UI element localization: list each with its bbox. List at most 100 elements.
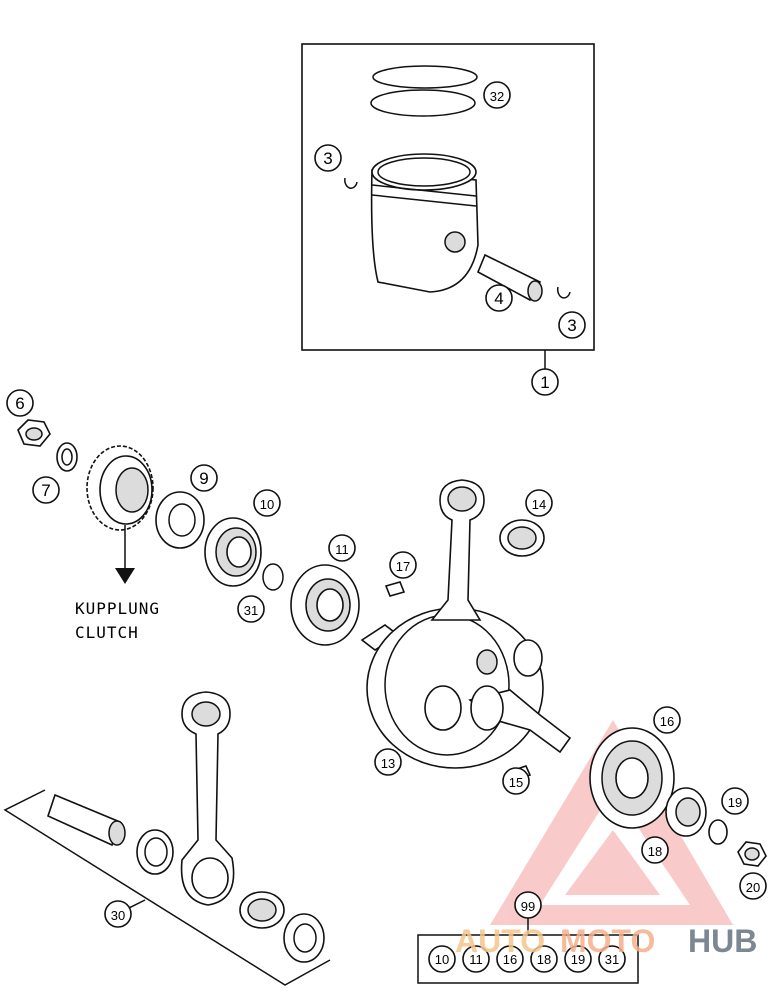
shaft-seal-right [665,787,707,837]
kit-item-circle [496,945,524,973]
callout-c19: 19 [721,787,749,815]
callout-c15: 15 [502,767,530,795]
kit-item-circle [530,945,558,973]
nut-right [737,841,767,867]
callout-circle [389,551,417,579]
kit-item-label: 19 [571,952,585,967]
kit-item: 10 [428,945,456,973]
callout-circle [558,311,586,339]
callout-c31: 31 [237,595,265,623]
piston-rings [370,65,478,117]
callout-c32: 32 [483,81,511,109]
woodruff-key [384,581,406,597]
clutch-arrow [115,525,135,584]
callout-label: 4 [494,289,503,308]
callout-label: 17 [396,559,410,574]
callout-circle [641,836,669,864]
spacer-ring [155,491,205,549]
callout-circle [525,489,553,517]
callout-label: 20 [746,880,760,895]
kit-item-circle [462,945,490,973]
callout-c30: 30 [104,900,132,928]
watermark-text: AUTO MOTO HUB [455,923,757,959]
piston-pin [476,253,543,302]
callout-c1: 1 [531,368,559,396]
callout-circle [514,891,542,919]
callout-c10: 10 [253,489,281,517]
callout-label: 30 [111,908,125,923]
kit-item-label: 10 [435,952,449,967]
callout-label: 19 [728,795,742,810]
callout-circle [483,81,511,109]
callout-c7: 7 [32,476,60,504]
needle-bearing-small [499,519,545,557]
kit-item: 11 [462,945,490,973]
clutch-note-de: KUPPLUNG [75,599,160,618]
callout-c13: 13 [374,748,402,776]
callout-label: 15 [509,775,523,790]
callout-circle [6,389,34,417]
watermark-auto: AUTO [455,923,545,959]
callout-circle [190,464,218,492]
callout-label: 16 [660,714,674,729]
callout-circle [485,284,513,312]
callout-label: 10 [260,497,274,512]
callout-label: 11 [335,542,349,557]
kit-item-label: 31 [605,952,619,967]
kit-item: 31 [598,945,626,973]
crankshaft [360,607,572,769]
callout-circle [104,900,132,928]
callout-c4: 4 [485,284,513,312]
piston [370,153,479,293]
main-bearing-right [589,727,675,829]
connecting-rod [430,479,485,621]
callout-c9: 9 [190,464,218,492]
callout-label: 14 [532,497,546,512]
callout-c18: 18 [641,836,669,864]
nut [17,419,51,447]
callout-c99: 99 [514,891,542,919]
callout-label: 13 [381,756,395,771]
callout-label: 9 [199,469,208,488]
callout-label: 99 [521,899,535,914]
callout-c3b: 3 [558,311,586,339]
kit-item: 16 [496,945,524,973]
callout-c6: 6 [6,389,34,417]
callout-c16: 16 [653,706,681,734]
callout-circle [502,767,530,795]
main-bearing-left [290,564,360,646]
kit-item-circle [598,945,626,973]
circlip-right [556,286,571,299]
watermark-hub: HUB [688,923,757,959]
callout-c14: 14 [525,489,553,517]
watermark-moto: MOTO [560,923,655,959]
callout-circle [721,787,749,815]
conrod-kit [3,691,331,986]
piston-kit-frame [301,43,595,351]
callout-label: 1 [540,373,549,392]
callout-c17: 17 [389,551,417,579]
callout-circle [374,748,402,776]
callout-label: 3 [323,149,332,168]
kit-item-label: 11 [469,952,483,967]
kit-item-circle [564,945,592,973]
clutch-note-en: CLUTCH [75,623,139,642]
callout-label: 18 [648,844,662,859]
callout-circle [237,595,265,623]
callout-circle [32,476,60,504]
circlip-left [344,177,358,189]
callout-label: 31 [244,603,258,618]
lock-washer-hole [61,448,73,466]
callout-label: 6 [15,394,24,413]
callout-c20: 20 [739,872,767,900]
kit-item: 18 [530,945,558,973]
lock-washer [56,442,78,472]
primary-gear [86,445,154,531]
shaft-seal [204,517,262,587]
callout-circle [739,872,767,900]
callout-circle [253,489,281,517]
callout-circle [328,534,356,562]
